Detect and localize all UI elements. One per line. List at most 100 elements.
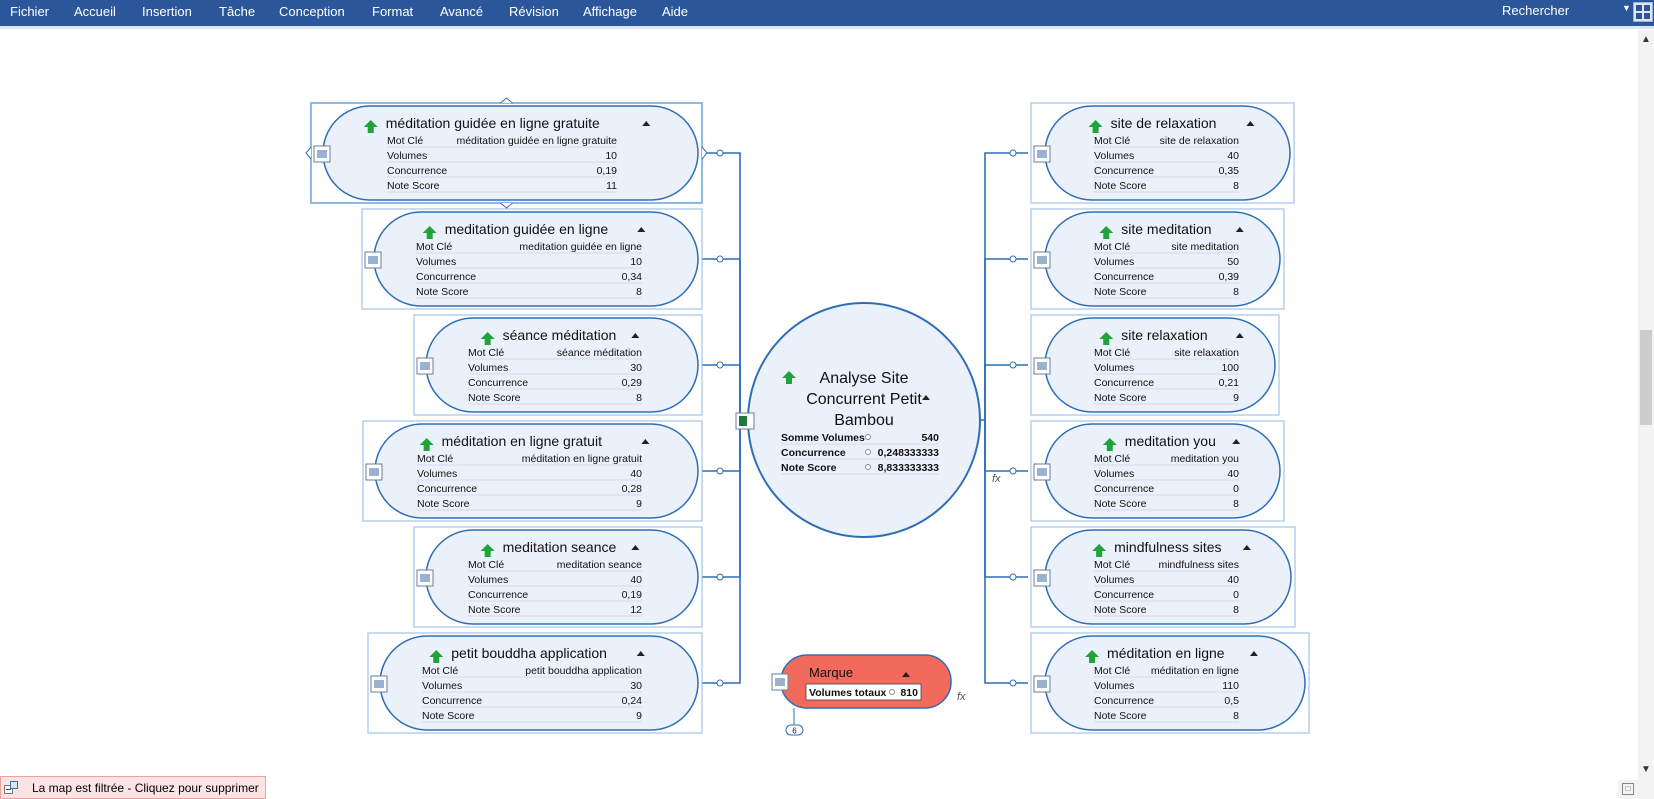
marque-row-label: Volumes totaux	[809, 687, 887, 699]
row-value: 10	[630, 256, 642, 268]
row-label: Note Score	[417, 498, 470, 510]
child-count-badge[interactable]	[785, 724, 804, 736]
row-label: Mot Clé	[1094, 665, 1130, 677]
collapse-icon[interactable]	[641, 439, 650, 444]
image-icon[interactable]	[364, 251, 382, 269]
row-label: Volumes	[1094, 468, 1134, 480]
menu-insertion[interactable]: Insertion	[142, 4, 192, 19]
image-icon[interactable]	[1033, 463, 1051, 481]
row-label: Mot Clé	[468, 559, 504, 571]
layout-grid-icon[interactable]	[1633, 2, 1653, 22]
image-icon[interactable]	[1033, 145, 1051, 163]
image-icon[interactable]	[416, 569, 434, 587]
collapse-icon[interactable]	[1235, 333, 1244, 338]
menu-affichage[interactable]: Affichage	[583, 4, 637, 19]
menu-fichier[interactable]: Fichier	[10, 4, 50, 19]
row-label: Volumes	[1094, 256, 1134, 268]
row-label: Note Score	[1094, 498, 1147, 510]
row-value: 8	[1233, 286, 1239, 298]
collapse-icon[interactable]	[1249, 651, 1258, 656]
collapse-icon[interactable]	[631, 333, 640, 338]
topic-frame	[1030, 420, 1285, 522]
image-icon[interactable]	[1033, 675, 1051, 693]
collapse-icon[interactable]	[1235, 227, 1244, 232]
image-icon[interactable]	[771, 673, 789, 691]
central-row-value: 8,833333333	[878, 462, 939, 474]
image-icon[interactable]	[416, 357, 434, 375]
collapse-icon[interactable]	[642, 121, 651, 126]
priority-arrow-icon	[1088, 120, 1103, 133]
central-row-value: 0,248333333	[878, 447, 939, 459]
row-label: Volumes	[1094, 680, 1134, 692]
collapse-icon[interactable]	[902, 672, 910, 677]
excel-icon[interactable]	[735, 412, 755, 430]
collapse-icon[interactable]	[636, 651, 645, 656]
image-icon[interactable]	[365, 463, 383, 481]
row-label: Concurrence	[422, 695, 482, 707]
row-value: site meditation	[1171, 241, 1239, 253]
marque-table	[805, 683, 922, 701]
image-icon[interactable]	[1033, 569, 1051, 587]
search-box[interactable]: Rechercher	[1502, 3, 1570, 18]
scroll-down-icon[interactable]: ▼	[1641, 764, 1651, 775]
scrollbar-thumb[interactable]	[1640, 330, 1652, 425]
image-icon[interactable]	[1033, 251, 1051, 269]
row-value: mindfulness sites	[1158, 559, 1239, 571]
menu-revision[interactable]: Révision	[509, 4, 559, 19]
menu-tache[interactable]: Tâche	[219, 4, 256, 19]
collapse-icon[interactable]	[1242, 545, 1251, 550]
row-label: Volumes	[387, 150, 427, 162]
menu-avance[interactable]: Avancé	[440, 4, 484, 19]
scroll-up-icon[interactable]: ▲	[1641, 34, 1651, 45]
vertical-scrollbar[interactable]: ▲ ▼	[1638, 30, 1654, 782]
filter-notice[interactable]: La map est filtrée - Cliquez pour suppri…	[0, 776, 266, 799]
row-label: Mot Clé	[387, 135, 423, 147]
central-row-label: Note Score	[781, 462, 837, 474]
selection-handle[interactable]	[701, 146, 708, 160]
selection-handle[interactable]	[500, 202, 513, 209]
collapse-icon[interactable]	[1246, 121, 1255, 126]
central-row-value: 540	[921, 432, 939, 444]
chevron-down-icon[interactable]: ▼	[1622, 3, 1631, 13]
connector-dot	[716, 361, 724, 369]
row-label: Volumes	[1094, 574, 1134, 586]
menu-aide[interactable]: Aide	[662, 4, 689, 19]
image-icon[interactable]	[370, 675, 388, 693]
row-value: 100	[1221, 362, 1239, 374]
row-value: site relaxation	[1174, 347, 1239, 359]
connector-dot	[1009, 679, 1017, 687]
collapse-icon[interactable]	[1232, 439, 1241, 444]
priority-arrow-icon	[419, 438, 434, 451]
fit-view-icon[interactable]: □	[1622, 783, 1634, 795]
image-icon[interactable]	[313, 145, 331, 163]
row-label: Concurrence	[1094, 377, 1154, 389]
collapse-icon[interactable]	[637, 227, 646, 232]
menu-conception[interactable]: Conception	[279, 4, 345, 19]
row-value: 11	[606, 180, 617, 192]
image-icon[interactable]	[1033, 357, 1051, 375]
menu-format[interactable]: Format	[372, 4, 414, 19]
row-value: 9	[636, 498, 642, 510]
selection-handle[interactable]	[305, 146, 312, 160]
selection-handle[interactable]	[500, 97, 513, 104]
priority-arrow-icon	[422, 226, 437, 239]
menu-accueil[interactable]: Accueil	[74, 4, 116, 19]
row-value: 12	[630, 604, 642, 616]
collapse-icon[interactable]	[631, 545, 640, 550]
collapse-icon[interactable]	[922, 395, 930, 400]
